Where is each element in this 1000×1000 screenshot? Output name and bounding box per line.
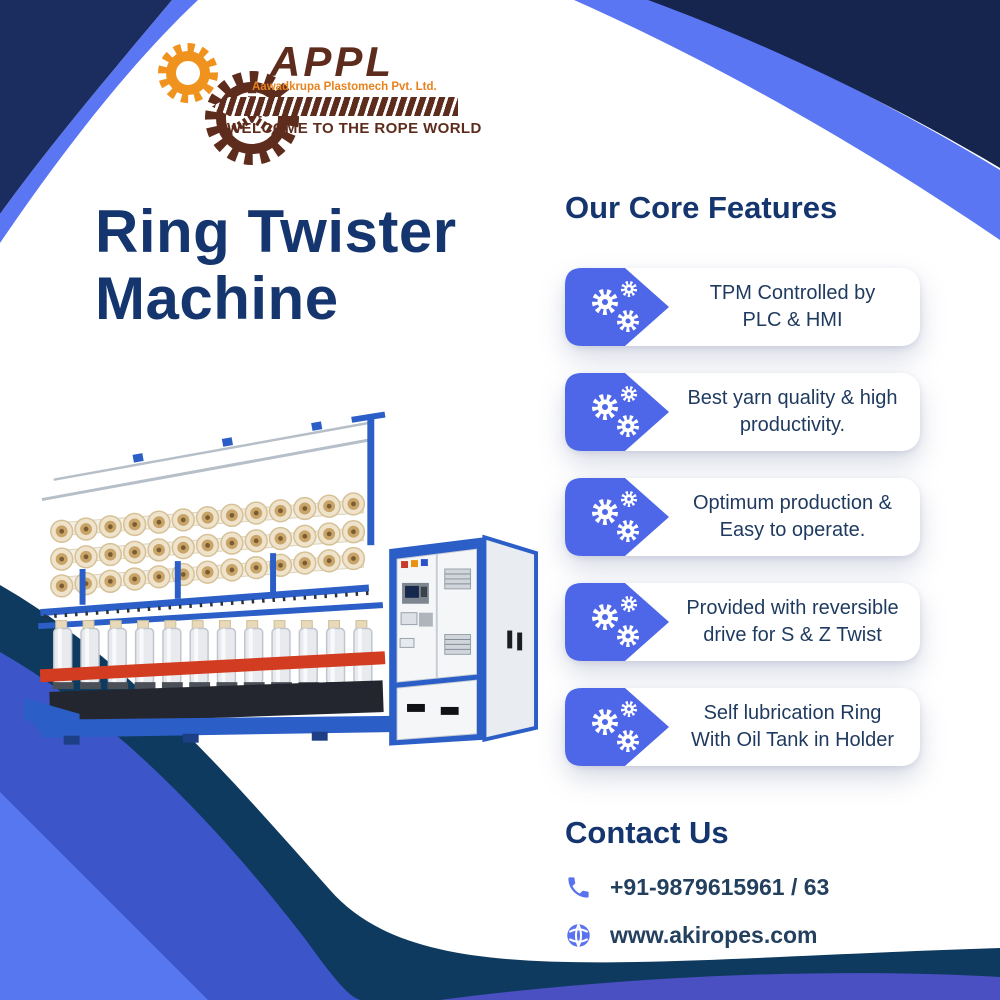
gears-badge-icon <box>565 373 669 451</box>
rope-band-graphic <box>212 97 458 116</box>
top-left-navy-wedge <box>0 0 172 214</box>
red-bar <box>39 651 386 683</box>
feature-card-4: Provided with reversible drive for S & Z… <box>565 583 920 661</box>
contact-phone-row[interactable]: +91-9879615961 / 63 <box>565 874 829 901</box>
phone-icon <box>568 877 589 898</box>
contact-heading: Contact Us <box>565 815 729 850</box>
orange-gear-icon <box>158 43 218 103</box>
brand-name: APPL <box>269 38 394 85</box>
bottom-left-light-wedge <box>0 792 208 1000</box>
contact-phone[interactable]: +91-9879615961 / 63 <box>610 874 830 900</box>
feature-line: productivity. <box>739 414 846 436</box>
feature-text: Provided with reversible drive for S & Z… <box>673 583 912 661</box>
feature-line: TPM Controlled by <box>709 282 876 305</box>
gears-badge-icon <box>565 583 669 661</box>
contact-website-row[interactable]: www.akiropes.com <box>565 922 818 949</box>
feature-text: Best yarn quality & high productivity. <box>673 373 912 451</box>
creel-frame <box>38 553 384 630</box>
bottom-right-purple <box>440 973 1000 1000</box>
gears-badge-icon <box>565 478 669 556</box>
feature-text: Self lubrication Ring With Oil Tank in H… <box>673 688 912 766</box>
feature-line: Easy to operate. <box>719 519 866 541</box>
top-right-navy-corner <box>648 0 1000 168</box>
feature-card-2: Best yarn quality & high productivity. <box>565 373 920 451</box>
feature-card-5: Self lubrication Ring With Oil Tank in H… <box>565 688 920 766</box>
gears-badge-icon <box>565 688 669 766</box>
feature-card-3: Optimum production & Easy to operate. <box>565 478 920 556</box>
page-title-line2: Machine <box>95 265 339 333</box>
brand-company: Aawadkrupa Plastomech Pvt. Ltd. <box>252 81 437 93</box>
cabinet-display <box>399 582 433 648</box>
feature-card-1: TPM Controlled by PLC & HMI <box>565 268 920 346</box>
bobbin-rows <box>50 492 366 598</box>
feature-line: With Oil Tank in Holder <box>690 729 895 751</box>
brand-tagline: WELCOME TO THE ROPE WORLD <box>227 120 482 137</box>
feature-text: TPM Controlled by PLC & HMI <box>673 268 912 346</box>
feature-line: Self lubrication Ring <box>703 702 882 725</box>
globe-icon <box>567 923 590 948</box>
page-title-line1: Ring Twister <box>95 198 457 265</box>
feature-line: Best yarn quality & high <box>687 387 898 410</box>
cabinet-logo-marks <box>401 559 428 569</box>
page-title: Ring Twister Machine <box>95 198 457 332</box>
feature-text: Optimum production & Easy to operate. <box>673 478 912 556</box>
feature-line: Provided with reversible <box>686 597 899 620</box>
features-heading: Our Core Features <box>565 190 838 225</box>
contact-website[interactable]: www.akiropes.com <box>610 922 818 948</box>
gears-badge-icon <box>565 268 669 346</box>
machine-base <box>24 680 410 745</box>
feature-line: Optimum production & <box>693 492 892 515</box>
control-cabinet <box>389 534 539 746</box>
feature-line: drive for S & Z Twist <box>703 624 882 646</box>
feature-line: PLC & HMI <box>742 309 843 331</box>
creel-rails <box>41 411 386 546</box>
ring-twister-machine-image <box>24 411 539 746</box>
